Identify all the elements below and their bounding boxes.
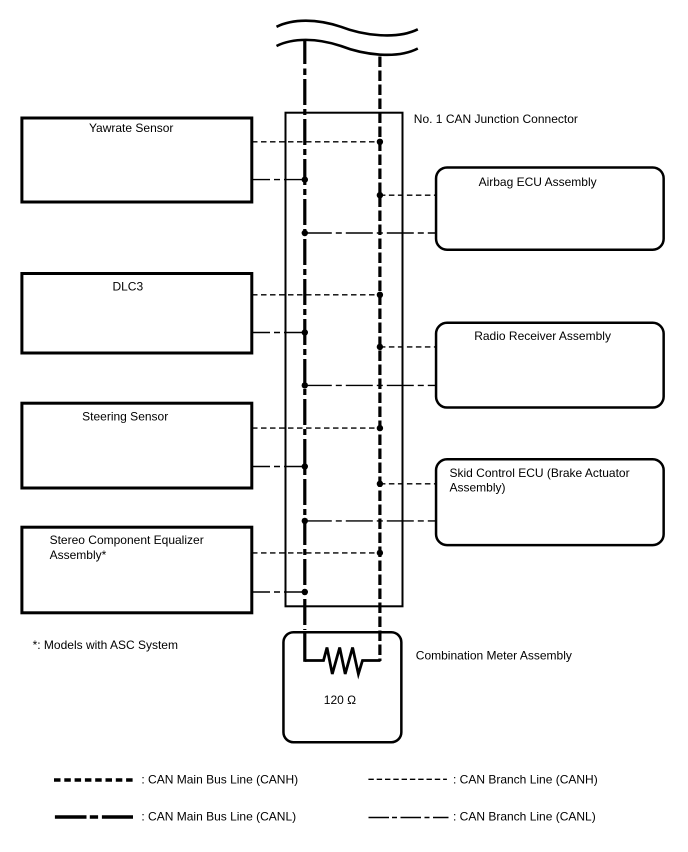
- svg-text:: CAN Branch Line (CANL): : CAN Branch Line (CANL): [453, 810, 596, 824]
- svg-text:: CAN Main Bus Line (CANH): : CAN Main Bus Line (CANH): [141, 773, 298, 787]
- svg-text:DLC3: DLC3: [112, 280, 143, 294]
- svg-text:No. 1 CAN Junction Connector: No. 1 CAN Junction Connector: [414, 112, 578, 126]
- svg-text:Assembly*: Assembly*: [50, 548, 107, 562]
- svg-text:120 Ω: 120 Ω: [324, 693, 356, 707]
- svg-text:: CAN Main Bus Line (CANL): : CAN Main Bus Line (CANL): [141, 810, 296, 824]
- svg-text:*: Models with ASC System: *: Models with ASC System: [33, 638, 178, 652]
- svg-text:Skid Control ECU (Brake Actuat: Skid Control ECU (Brake Actuator: [450, 466, 630, 480]
- svg-text:Assembly): Assembly): [450, 481, 506, 495]
- svg-text:Airbag ECU Assembly: Airbag ECU Assembly: [479, 175, 597, 189]
- svg-text:Steering Sensor: Steering Sensor: [82, 409, 168, 423]
- svg-text:Radio Receiver Assembly: Radio Receiver Assembly: [474, 329, 611, 343]
- svg-text:Combination Meter Assembly: Combination Meter Assembly: [416, 648, 572, 662]
- svg-text:Stereo Component Equalizer: Stereo Component Equalizer: [50, 533, 204, 547]
- svg-text:Yawrate Sensor: Yawrate Sensor: [89, 121, 174, 135]
- svg-text:: CAN Branch Line (CANH): : CAN Branch Line (CANH): [453, 773, 598, 787]
